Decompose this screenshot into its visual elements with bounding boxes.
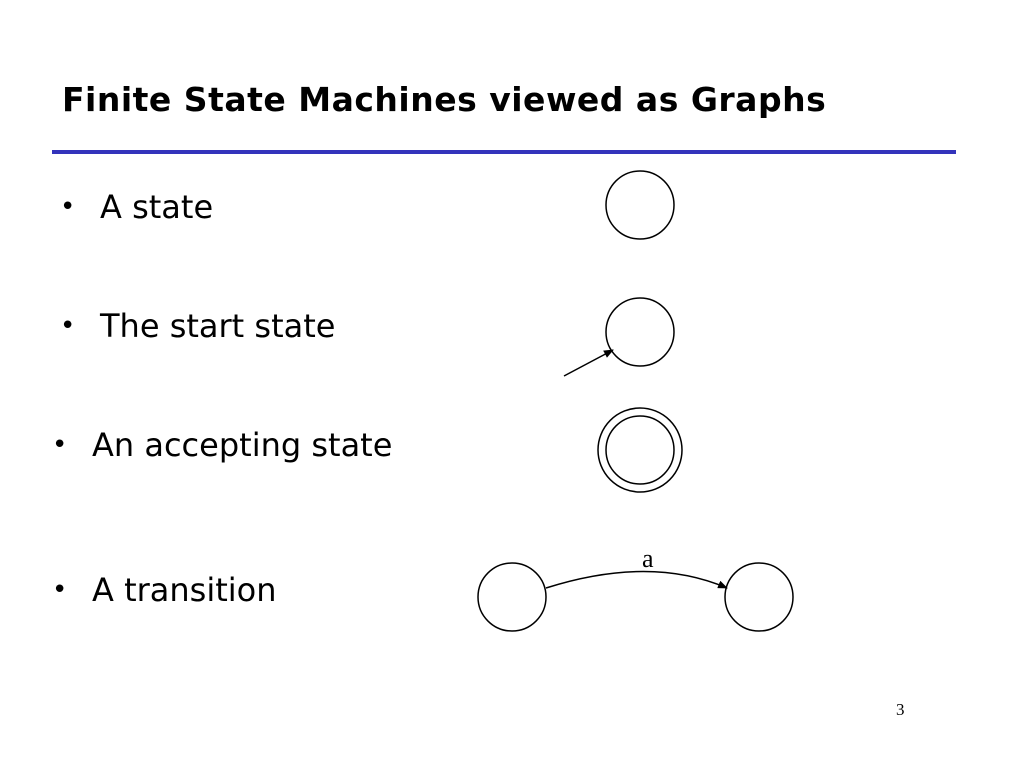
bullet-dot: • [60, 311, 76, 341]
transition-source-state [477, 562, 547, 632]
bullet-accepting-state: • An accepting state [52, 426, 392, 464]
accepting-state-inner-ring [605, 415, 675, 485]
accepting-state-outer-ring [597, 407, 683, 493]
transition-label: a [642, 544, 654, 573]
transition-target-state [724, 562, 794, 632]
slide-title: Finite State Machines viewed as Graphs [62, 80, 827, 119]
start-state-node [605, 297, 675, 367]
bullet-start-state: • The start state [60, 307, 335, 345]
bullet-dot: • [60, 192, 76, 222]
bullet-transition: • A transition [52, 571, 277, 609]
title-divider [52, 150, 956, 154]
bullet-dot: • [52, 575, 68, 605]
bullet-text: A state [100, 188, 214, 226]
transition-edge [545, 570, 728, 589]
page-number: 3 [896, 700, 905, 719]
bullet-a-state: • A state [60, 188, 213, 226]
start-arrow [563, 349, 614, 377]
bullet-text: A transition [92, 571, 277, 609]
bullet-text: The start state [100, 307, 336, 345]
state-node [605, 170, 675, 240]
bullet-dot: • [52, 430, 68, 460]
bullet-text: An accepting state [92, 426, 393, 464]
